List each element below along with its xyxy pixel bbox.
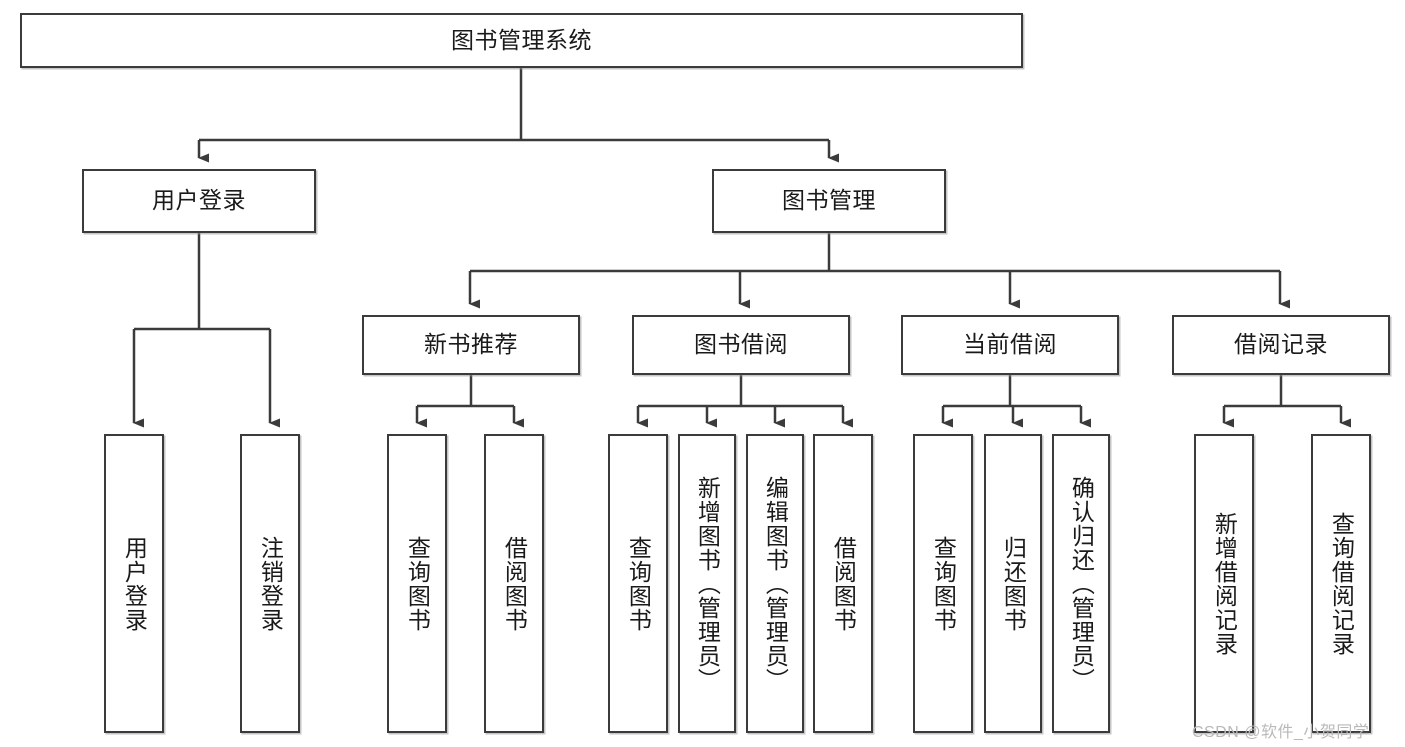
node-leaf-add-record[interactable]: 新增借阅记录 [1194, 434, 1254, 733]
node-root[interactable]: 图书管理系统 [20, 13, 1023, 68]
node-label-user-login: 用户登录 [152, 187, 246, 214]
node-label-leaf-add-book: 新增图书（管理员） [694, 475, 721, 692]
node-leaf-confirm-return[interactable]: 确认归还（管理员） [1052, 434, 1110, 733]
node-leaf-return-book[interactable]: 归还图书 [984, 434, 1042, 733]
node-borrow-record[interactable]: 借阅记录 [1172, 315, 1390, 375]
node-label-leaf-return-book: 归还图书 [1000, 535, 1027, 632]
node-label-new-book-recommend: 新书推荐 [424, 331, 518, 358]
node-leaf-borrow-book-a[interactable]: 借阅图书 [484, 434, 544, 733]
node-label-book-manage: 图书管理 [782, 187, 876, 214]
node-label-leaf-user-login: 用户登录 [121, 535, 148, 632]
node-leaf-query-book-b[interactable]: 查询图书 [608, 434, 668, 733]
node-label-leaf-borrow-book-a: 借阅图书 [501, 535, 528, 632]
node-label-current-borrow: 当前借阅 [963, 331, 1057, 358]
node-book-manage[interactable]: 图书管理 [712, 169, 946, 233]
node-leaf-edit-book[interactable]: 编辑图书（管理员） [746, 434, 804, 733]
node-label-leaf-edit-book: 编辑图书（管理员） [762, 475, 789, 692]
connector-lines [132, 68, 1351, 428]
node-label-leaf-query-book-c: 查询图书 [930, 535, 957, 632]
node-leaf-borrow-book-b[interactable]: 借阅图书 [813, 434, 873, 733]
csdn-watermark: CSDN @软件_小贺同学 [1192, 724, 1370, 741]
node-book-borrow[interactable]: 图书借阅 [632, 315, 850, 375]
node-label-leaf-logout: 注销登录 [257, 535, 284, 632]
node-label-leaf-query-book-a: 查询图书 [404, 535, 431, 632]
node-leaf-query-book-a[interactable]: 查询图书 [387, 434, 447, 733]
node-label-leaf-query-book-b: 查询图书 [625, 535, 652, 632]
node-leaf-logout[interactable]: 注销登录 [240, 434, 300, 733]
node-label-leaf-borrow-book-b: 借阅图书 [830, 535, 857, 632]
node-user-login[interactable]: 用户登录 [82, 169, 316, 233]
node-leaf-user-login[interactable]: 用户登录 [104, 434, 164, 733]
node-leaf-query-record[interactable]: 查询借阅记录 [1311, 434, 1371, 733]
node-label-leaf-confirm-return: 确认归还（管理员） [1068, 475, 1095, 692]
node-leaf-add-book[interactable]: 新增图书（管理员） [678, 434, 736, 733]
node-label-book-borrow: 图书借阅 [694, 331, 788, 358]
node-label-borrow-record: 借阅记录 [1234, 331, 1328, 358]
node-leaf-query-book-c[interactable]: 查询图书 [913, 434, 973, 733]
node-new-book-recommend[interactable]: 新书推荐 [362, 315, 580, 375]
node-label-leaf-add-record: 新增借阅记录 [1211, 511, 1238, 656]
node-label-root: 图书管理系统 [451, 26, 592, 53]
node-label-leaf-query-record: 查询借阅记录 [1328, 511, 1355, 656]
node-current-borrow[interactable]: 当前借阅 [901, 315, 1119, 375]
